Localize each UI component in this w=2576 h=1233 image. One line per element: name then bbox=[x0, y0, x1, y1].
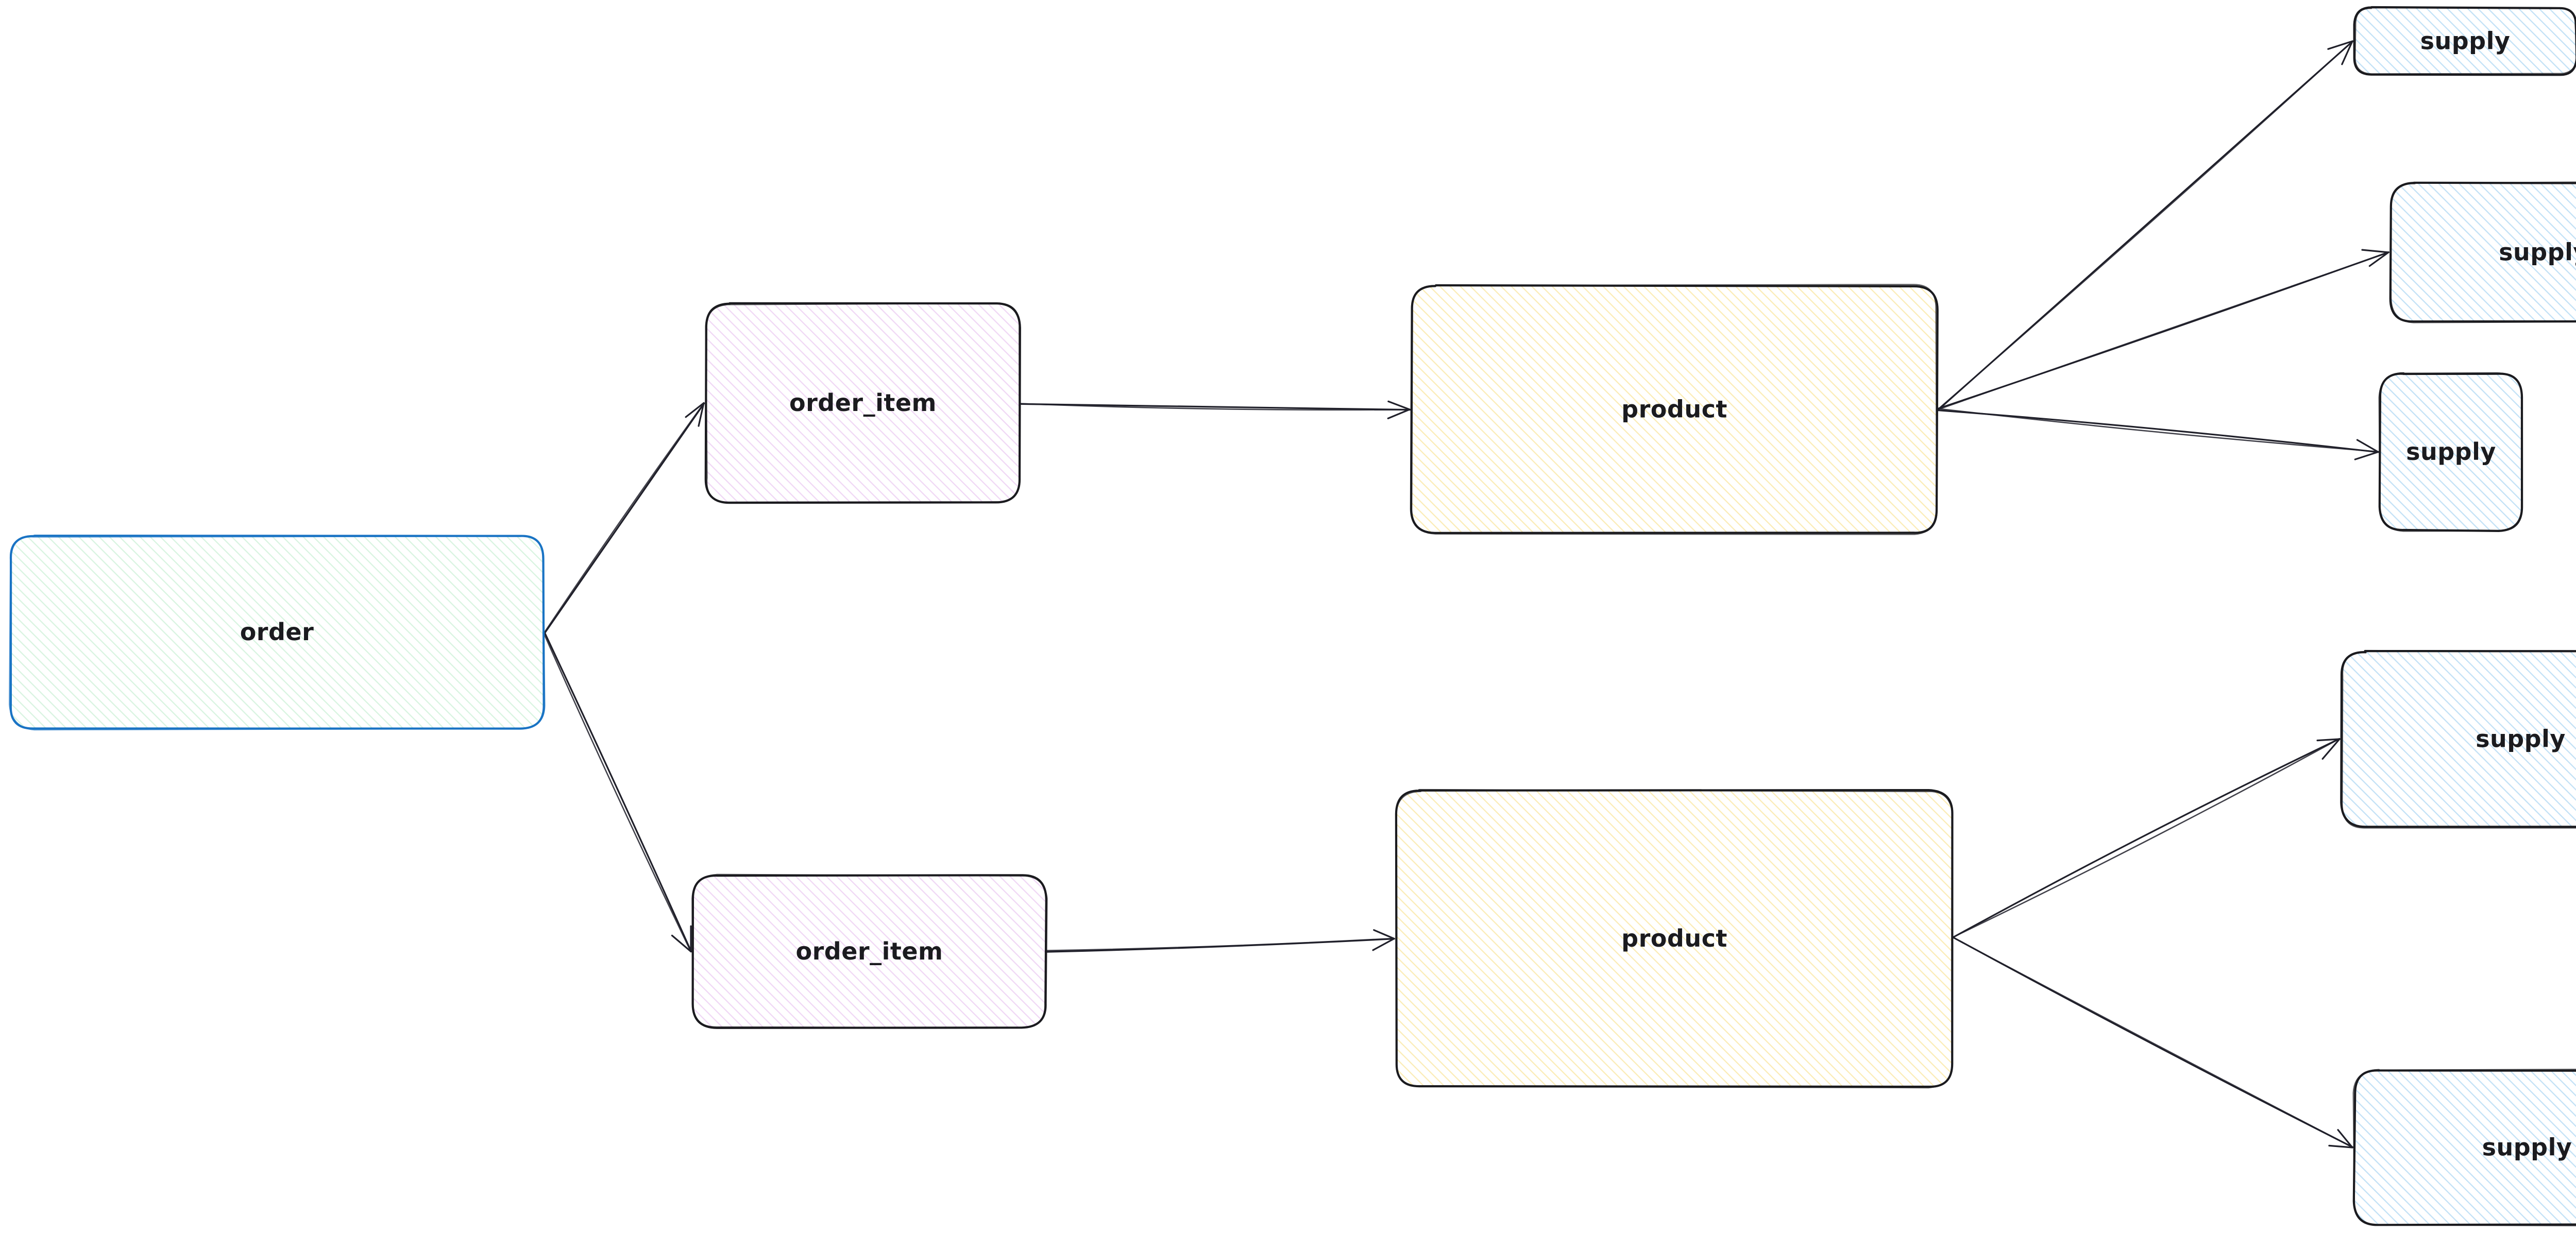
node-outline bbox=[691, 874, 1048, 1029]
edge-product_1-to-supply_2 bbox=[1936, 249, 2389, 411]
arrowhead-icon bbox=[2328, 1129, 2353, 1149]
node-order_item[interactable]: order_item bbox=[691, 874, 1048, 1029]
node-outline bbox=[9, 535, 546, 731]
node-outline bbox=[2390, 181, 2576, 323]
node-supply[interactable]: supply bbox=[2389, 181, 2576, 323]
edge-product_2-to-supply_5 bbox=[1953, 937, 2354, 1149]
edge-product_1-to-supply_3 bbox=[1936, 408, 2379, 460]
edge-product_2-to-supply_4 bbox=[1951, 738, 2341, 939]
arrowhead-icon bbox=[2354, 439, 2379, 460]
edge-order_item_1-to-product_1 bbox=[1020, 400, 1411, 419]
arrowhead-icon bbox=[671, 925, 692, 953]
node-fill bbox=[2354, 7, 2576, 75]
node-supply[interactable]: supply bbox=[2378, 372, 2523, 532]
node-label: order bbox=[240, 618, 314, 646]
arrowhead-icon bbox=[1372, 929, 1395, 951]
node-label: supply bbox=[2420, 27, 2511, 55]
node-outline bbox=[1410, 284, 1938, 535]
node-outline bbox=[2341, 649, 2576, 829]
node-fill bbox=[2354, 1070, 2576, 1225]
node-order[interactable]: order bbox=[9, 535, 546, 731]
node-product[interactable]: product bbox=[1395, 789, 1954, 1089]
node-fill bbox=[1396, 790, 1953, 1087]
node-fill bbox=[2380, 373, 2522, 530]
node-outline bbox=[2354, 7, 2576, 75]
node-product[interactable]: product bbox=[1410, 284, 1939, 535]
node-fill bbox=[1411, 285, 1938, 534]
node-fill bbox=[2390, 182, 2576, 322]
node-outline bbox=[2352, 1069, 2576, 1227]
node-outline bbox=[705, 302, 1021, 503]
arrowhead-icon bbox=[2327, 40, 2353, 65]
node-label: supply bbox=[2482, 1134, 2572, 1161]
edge-order_item_2-to-product_2 bbox=[1044, 929, 1395, 953]
arrowhead-icon bbox=[1387, 400, 1411, 419]
node-fill bbox=[692, 875, 1046, 1028]
node-outline bbox=[1395, 789, 1954, 1089]
node-supply[interactable]: supply bbox=[2340, 649, 2576, 829]
node-label: supply bbox=[2406, 438, 2496, 466]
node-label: order_item bbox=[796, 937, 943, 965]
arrowhead-icon bbox=[2316, 738, 2341, 760]
node-supply[interactable]: supply bbox=[2353, 6, 2576, 76]
node-label: order_item bbox=[789, 389, 937, 417]
node-fill bbox=[705, 303, 1021, 503]
edge-product_1-to-supply_1 bbox=[1936, 40, 2354, 411]
node-fill bbox=[10, 535, 544, 729]
node-order_item[interactable]: order_item bbox=[704, 302, 1021, 504]
node-label: product bbox=[1621, 396, 1727, 423]
node-fill bbox=[2341, 651, 2576, 827]
node-label: supply bbox=[2499, 238, 2576, 266]
node-outline bbox=[2352, 1069, 2576, 1226]
node-supply[interactable]: supply bbox=[2352, 1069, 2576, 1227]
arrowhead-icon bbox=[2361, 249, 2389, 267]
node-label: product bbox=[1621, 924, 1727, 952]
node-outline bbox=[2378, 372, 2523, 532]
arrowhead-icon bbox=[685, 402, 705, 427]
node-label: supply bbox=[2476, 725, 2566, 753]
edge-order-to-order_item_1 bbox=[544, 402, 705, 635]
edge-order-to-order_item_2 bbox=[543, 631, 692, 953]
